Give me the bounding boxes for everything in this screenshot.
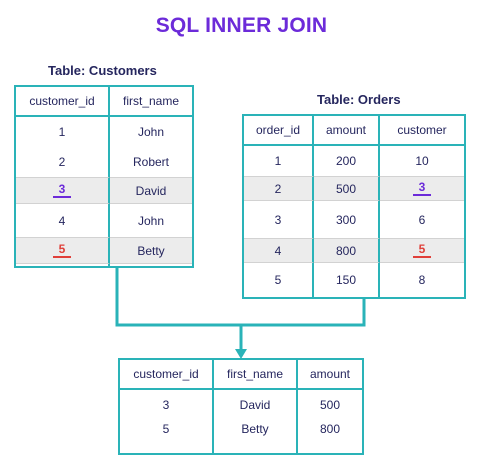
- orders-header-amount: amount: [314, 116, 380, 146]
- orders-cell-order-id: 1: [244, 146, 314, 176]
- result-header-amount: amount: [298, 360, 362, 390]
- match-marker-5: 5: [412, 243, 432, 258]
- result-cell-customer-id: 5: [120, 420, 214, 453]
- customers-cell-name: John: [137, 125, 165, 139]
- orders-cell-customer: 6: [418, 212, 426, 227]
- orders-cell-customer: 10: [415, 154, 429, 168]
- result-header-first-name: first_name: [214, 360, 298, 390]
- orders-cell-amount: 150: [314, 263, 380, 297]
- orders-cell-order-id: 5: [244, 263, 314, 297]
- customers-cell-id: 2: [16, 147, 110, 177]
- result-table: customer_id first_name amount 3 David 50…: [118, 358, 364, 455]
- orders-caption: Table: Orders: [317, 92, 401, 107]
- result-cell-amount: 500: [319, 398, 341, 412]
- result-cell-customer-id: 3: [120, 390, 214, 420]
- customers-caption: Table: Customers: [48, 63, 157, 78]
- customers-cell-id: 1: [16, 117, 110, 147]
- customers-cell-id: 4: [16, 204, 110, 237]
- match-marker-3: 3: [52, 183, 72, 198]
- orders-cell-customer: 8: [418, 273, 426, 287]
- orders-cell-order-id-matched: 2: [244, 176, 314, 201]
- orders-cell-customer-matched: 3: [380, 176, 464, 201]
- orders-header-customer: customer: [380, 116, 464, 146]
- arrow-down-icon: [235, 349, 247, 359]
- customers-table: customer_id first_name 1 John 2 Robert 3…: [14, 85, 194, 268]
- customers-cell-name: John: [137, 213, 165, 228]
- orders-cell-order-id: 3: [244, 201, 314, 238]
- customers-cell-id-matched: 5: [16, 237, 110, 264]
- customers-cell-name: Robert: [132, 155, 170, 169]
- result-header-customer-id: customer_id: [120, 360, 214, 390]
- orders-table: order_id amount customer 1 200 10 2 500 …: [242, 114, 466, 299]
- orders-cell-amount-matched: 800: [314, 238, 380, 263]
- orders-header-order-id: order_id: [244, 116, 314, 146]
- orders-cell-amount: 200: [314, 146, 380, 176]
- match-marker-5: 5: [52, 243, 72, 258]
- customers-header-customer-id: customer_id: [16, 87, 110, 117]
- customers-cell-id-matched: 3: [16, 177, 110, 204]
- orders-cell-amount: 300: [314, 201, 380, 238]
- connector-line-customers: [115, 268, 241, 327]
- result-cell-amount: 800: [319, 422, 341, 436]
- customers-cell-name-matched: David: [110, 177, 192, 204]
- result-cell-first-name: David: [214, 390, 298, 420]
- customers-header-first-name: first_name: [110, 87, 192, 117]
- customers-empty-cell: [16, 264, 110, 266]
- connector-line-orders: [241, 299, 366, 327]
- orders-cell-customer-matched: 5: [380, 238, 464, 263]
- customers-cell-name-matched: Betty: [110, 237, 192, 264]
- result-cell-first-name: Betty: [214, 420, 298, 453]
- page-title: SQL INNER JOIN: [155, 14, 328, 37]
- orders-cell-order-id-matched: 4: [244, 238, 314, 263]
- match-marker-3: 3: [412, 181, 432, 196]
- orders-cell-amount-matched: 500: [314, 176, 380, 201]
